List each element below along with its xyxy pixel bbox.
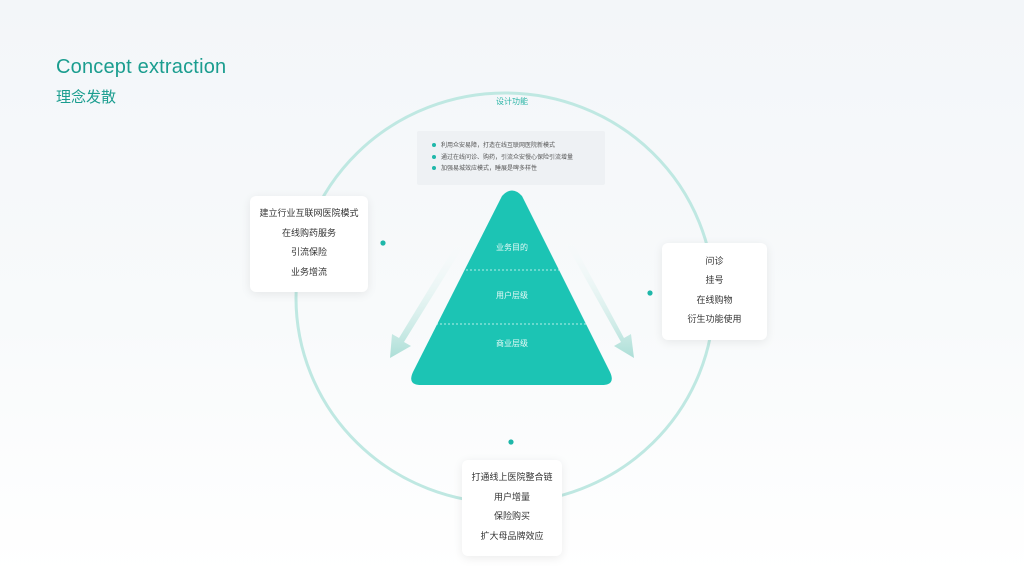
card-item: 衍生功能使用 — [687, 315, 742, 325]
pyramid-layer-label: 业务目的 — [496, 243, 528, 252]
card-item: 引流保险 — [290, 248, 327, 258]
bullet-dot-icon — [432, 154, 436, 159]
card-item: 业务增流 — [290, 267, 327, 278]
goal-item: 加强易城效应模式，睡展是啤多样性 — [432, 163, 597, 175]
pyramid-layer-label: 用户层级 — [496, 291, 528, 300]
card-item: 挂号 — [705, 276, 724, 286]
circle-label: 设计功能 — [496, 97, 528, 106]
page-title-en: Concept extraction — [56, 56, 227, 78]
left-card: 建立行业互联网医院模式 在线购药服务 引流保险 业务增流 — [250, 196, 368, 292]
bottom-card: 打通线上医院整合链 用户增量 保险购买 扩大母品牌效应 — [462, 460, 562, 556]
arrow-left — [390, 233, 469, 358]
card-item: 在线购药服务 — [281, 228, 336, 239]
card-item: 建立行业互联网医院模式 — [259, 209, 359, 219]
goal-item: 利用众安易障，打造在线互联网医院新模式 — [432, 140, 597, 152]
ring-dot-right — [647, 290, 653, 296]
card-item: 在线购物 — [696, 295, 733, 306]
bullet-dot-icon — [432, 166, 436, 170]
page-title-cn: 理念发散 — [56, 88, 117, 106]
card-item: 扩大母品牌效应 — [480, 531, 544, 542]
pyramid — [411, 190, 612, 385]
card-item: 问诊 — [705, 256, 724, 267]
right-card: 问诊 挂号 在线购物 衍生功能使用 — [662, 243, 767, 340]
goal-item: 通过在线问诊、购药，引流众安慢心保险引流增量 — [432, 152, 597, 164]
arrow-right — [560, 230, 634, 358]
card-item: 用户增量 — [493, 492, 530, 503]
pyramid-layer-label: 商业层级 — [496, 339, 528, 348]
ring-dot-bottom — [508, 439, 514, 445]
card-item: 保险购买 — [493, 512, 530, 522]
goals-panel: 利用众安易障，打造在线互联网医院新模式 通过在线问诊、购药，引流众安慢心保险引流… — [417, 131, 605, 185]
bullet-dot-icon — [432, 143, 436, 147]
card-item: 打通线上医院整合链 — [471, 473, 553, 483]
ring-dot-left — [380, 240, 386, 246]
